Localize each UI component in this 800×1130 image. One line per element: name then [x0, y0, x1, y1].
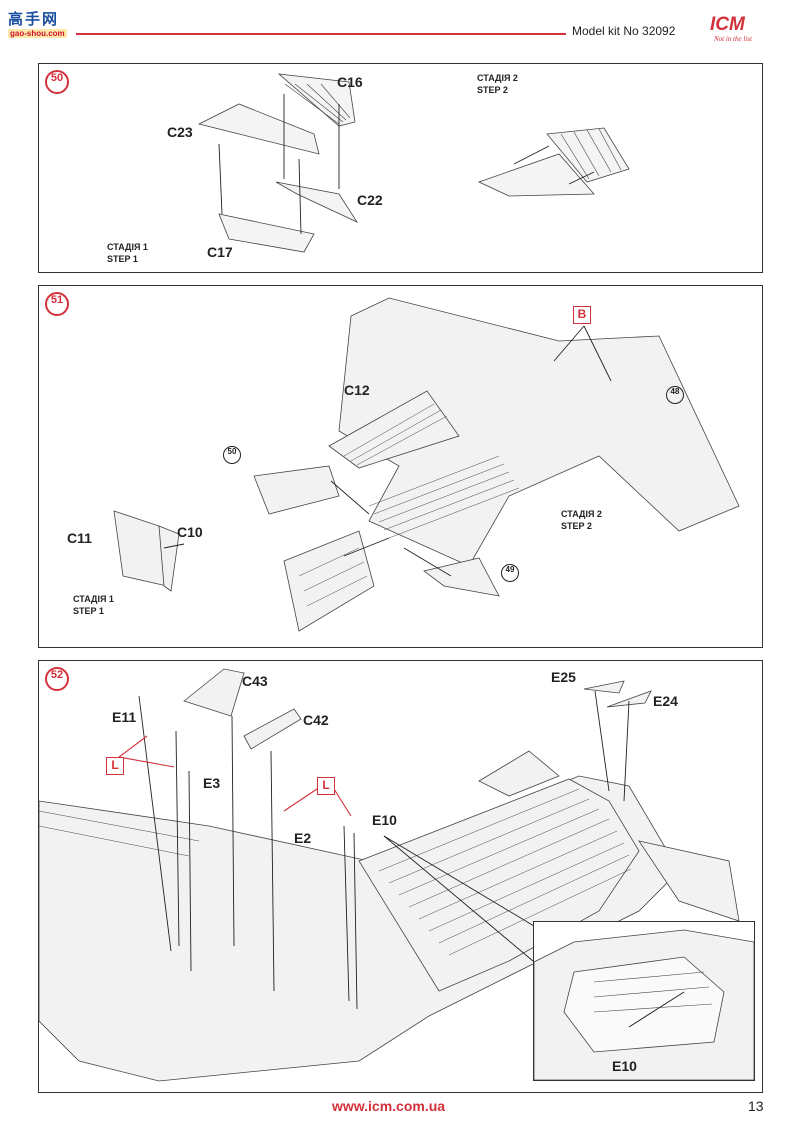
ref-step-50: 50 — [223, 446, 241, 464]
stage-1-en: STEP 1 — [107, 254, 138, 264]
stage-2-en: STEP 2 — [561, 521, 592, 531]
detail-inset: E10 — [533, 921, 755, 1081]
part-label-e11: E11 — [112, 709, 137, 725]
step-52-panel: 52 C43 E11 C42 E3 E2 E10 E25 E24 L L E10 — [38, 660, 763, 1093]
part-label-e2: E2 — [294, 830, 312, 846]
header-rule — [76, 33, 566, 35]
part-label-e10: E10 — [372, 812, 397, 828]
part-label-e3: E3 — [203, 775, 221, 791]
part-c17-shape — [218, 213, 315, 253]
ref-step-49: 49 — [501, 564, 519, 582]
part-label-c12: C12 — [344, 382, 370, 398]
step-number-badge: 50 — [45, 70, 69, 94]
stage-1-ua: СТАДІЯ 1 — [107, 242, 148, 252]
stage2-aileron-shape — [546, 127, 630, 183]
part-label-e25: E25 — [551, 669, 576, 685]
step-50-panel: 50 C16 C23 C22 C17 СТАДІЯ 1 STEP 1 СТАДІ… — [38, 63, 763, 273]
stage-2-en: STEP 2 — [477, 85, 508, 95]
watermark-url: gao-shou.com — [8, 29, 67, 38]
part-c23-shape — [197, 103, 320, 155]
part-e25-shape — [583, 680, 625, 694]
part-label-c23: C23 — [167, 124, 193, 140]
part-label-c22: C22 — [357, 192, 383, 208]
stage-1-label: СТАДІЯ 1 STEP 1 — [107, 241, 148, 265]
page-header: 高手网 gao-shou.com Model kit No 32092 ICM … — [0, 0, 800, 52]
inset-part-label-e10: E10 — [612, 1058, 637, 1074]
part-c22-shape — [275, 181, 359, 223]
inset-drawing — [534, 929, 754, 1080]
rudder-shape — [283, 530, 375, 632]
stage-2-label: СТАДІЯ 2 STEP 2 — [477, 72, 518, 96]
part-label-c42: C42 — [303, 712, 329, 728]
fuselage-top-shape — [358, 778, 640, 992]
model-kit-number: Model kit No 32092 — [572, 24, 676, 38]
stage-2-ua: СТАДІЯ 2 — [561, 509, 602, 519]
step-number-badge: 52 — [45, 667, 69, 691]
part-label-c17: C17 — [207, 244, 233, 260]
brand-name: ICM — [710, 14, 745, 35]
part-c42-shape — [243, 708, 302, 750]
part-label-c10: C10 — [177, 524, 203, 540]
part-label-e24: E24 — [653, 693, 678, 709]
step-50-drawing — [197, 73, 630, 253]
stage2-wing-shape — [477, 153, 595, 197]
step-number-badge: 51 — [45, 292, 69, 316]
callout-l-left: L — [106, 757, 124, 775]
part-c11-shape — [113, 510, 168, 587]
part-c43-shape — [183, 668, 245, 717]
icm-logo: ICM Not in the list — [704, 14, 774, 44]
stage-1-ua: СТАДІЯ 1 — [73, 594, 114, 604]
tail-left-shape — [478, 750, 560, 797]
part-label-c11: C11 — [67, 530, 92, 546]
watermark-logo: 高手网 gao-shou.com — [8, 8, 74, 42]
part-c10-shape — [158, 525, 180, 592]
stage-1-en: STEP 1 — [73, 606, 104, 616]
ref-49-tail-shape — [423, 557, 500, 597]
callout-l-right: L — [317, 777, 335, 795]
step-51-panel: 51 C12 C11 C10 B 50 48 49 СТАДІЯ 1 STEP … — [38, 285, 763, 648]
step-51-drawing — [113, 297, 740, 632]
step-52-drawing — [39, 668, 740, 1082]
stage-2-label: СТАДІЯ 2 STEP 2 — [561, 508, 602, 532]
part-label-c43: C43 — [242, 673, 268, 689]
stage-1-label: СТАДІЯ 1 STEP 1 — [73, 593, 114, 617]
callout-b: B — [573, 306, 591, 324]
stage-2-ua: СТАДІЯ 2 — [477, 73, 518, 83]
page-number: 13 — [748, 1098, 764, 1114]
ref-50-tail-shape — [253, 465, 340, 515]
ref-step-48: 48 — [666, 386, 684, 404]
part-c16-shape — [277, 73, 356, 127]
part-label-c16: C16 — [337, 74, 363, 90]
part-c12-shape — [328, 390, 460, 469]
brand-tagline: Not in the list — [714, 35, 752, 43]
watermark-text: 高手网 — [8, 10, 60, 28]
part-e24-shape — [606, 690, 652, 708]
footer-url[interactable]: www.icm.com.ua — [332, 1098, 446, 1114]
